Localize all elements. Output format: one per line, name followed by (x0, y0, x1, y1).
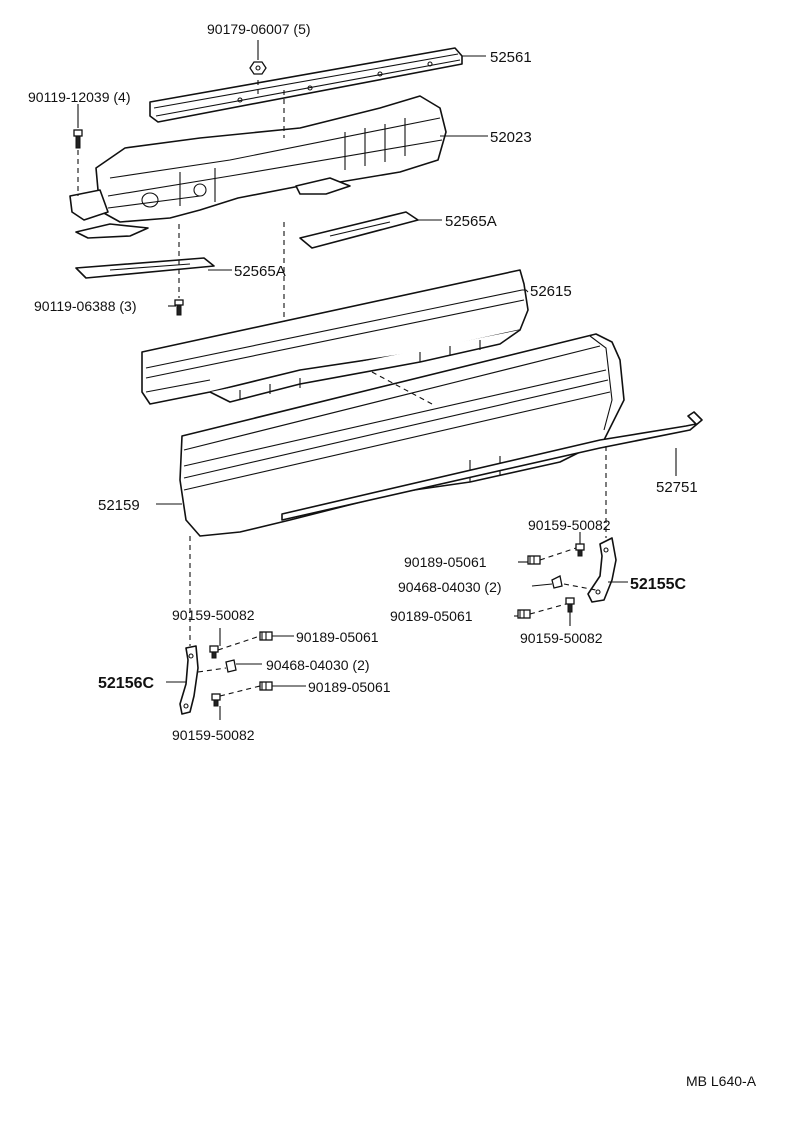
screw-retainer-icon (174, 299, 184, 316)
bumper-upper (141, 269, 529, 405)
r-clip-top-icon (575, 543, 585, 557)
r-screw-top-icon (527, 555, 541, 565)
label-r-bracket: 52155C (630, 576, 686, 593)
bumper-moulding (281, 411, 703, 521)
label-bumper-upper: 52615 (530, 283, 572, 300)
label-screw-retainer: 90119-06388 (3) (34, 298, 136, 314)
label-r-screw-top: 90189-05061 (404, 554, 487, 570)
l-clip-bottom-icon (211, 693, 221, 707)
figure-code: MB L640-A (686, 1073, 757, 1089)
label-l-nut: 90468-04030 (2) (266, 657, 370, 673)
label-retainer-left: 52565A (234, 263, 286, 280)
nut-top-icon (249, 61, 267, 75)
bracket-right (587, 537, 617, 603)
label-l-screw-top: 90189-05061 (296, 629, 379, 645)
retainer-left (75, 257, 215, 279)
l-clip-top-icon (209, 645, 219, 659)
l-nut-icon (225, 659, 237, 673)
label-nut-top: 90179-06007 (5) (207, 21, 311, 37)
label-r-screw-bottom: 90189-05061 (390, 608, 473, 624)
assembly-lines (77, 80, 607, 697)
bolt-left-icon (73, 129, 83, 149)
label-l-screw-bottom: 90189-05061 (308, 679, 391, 695)
label-l-clip-top: 90159-50082 (172, 607, 255, 623)
r-nut-icon (551, 575, 563, 589)
label-bolt-left: 90119-12039 (4) (28, 89, 130, 105)
label-moulding: 52751 (656, 479, 698, 496)
label-reinforcement: 52561 (490, 49, 532, 66)
label-l-bracket: 52156C (98, 675, 154, 692)
label-retainer-right: 52565A (445, 213, 497, 230)
bracket-left (179, 645, 199, 715)
leader-lines (77, 40, 677, 720)
l-screw-top-icon (259, 631, 273, 641)
reinforcement-rail (149, 47, 463, 123)
energy-absorber (69, 95, 447, 239)
label-absorber: 52023 (490, 129, 532, 146)
label-bumper-cover: 52159 (98, 497, 140, 514)
l-screw-bottom-icon (259, 681, 273, 691)
bumper-cover (179, 333, 625, 537)
label-r-nut: 90468-04030 (2) (398, 579, 502, 595)
r-screw-bottom-icon (517, 609, 531, 619)
label-l-clip-bottom: 90159-50082 (172, 727, 255, 743)
r-clip-bottom-icon (565, 597, 575, 613)
label-r-clip-bottom: 90159-50082 (520, 630, 603, 646)
label-r-clip-top: 90159-50082 (528, 517, 611, 533)
retainer-right (299, 211, 419, 249)
